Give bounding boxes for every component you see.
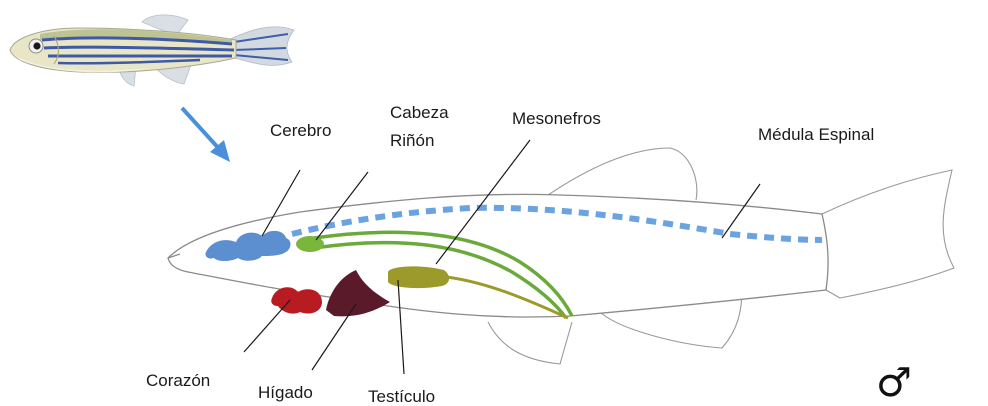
label-cabeza-rinon-line1: Cabeza bbox=[390, 103, 449, 122]
male-symbol-icon: ♂ bbox=[876, 360, 912, 406]
label-corazon: Corazón bbox=[146, 371, 210, 390]
pelvic-fin bbox=[488, 322, 572, 364]
arrow-icon bbox=[182, 108, 230, 162]
label-cerebro: Cerebro bbox=[270, 121, 331, 140]
zebrafish-illustration bbox=[10, 15, 294, 86]
label-cabeza-rinon-line2: Riñón bbox=[390, 131, 434, 150]
label-mesonefros: Mesonefros bbox=[512, 109, 601, 128]
heart bbox=[271, 287, 322, 313]
label-medula-espinal: Médula Espinal bbox=[758, 125, 874, 144]
label-testiculo: Testículo bbox=[368, 387, 435, 406]
label-higado: Hígado bbox=[258, 383, 313, 402]
dorsal-fin bbox=[548, 148, 697, 200]
head-kidney bbox=[296, 236, 324, 252]
tail-fin bbox=[822, 170, 954, 298]
